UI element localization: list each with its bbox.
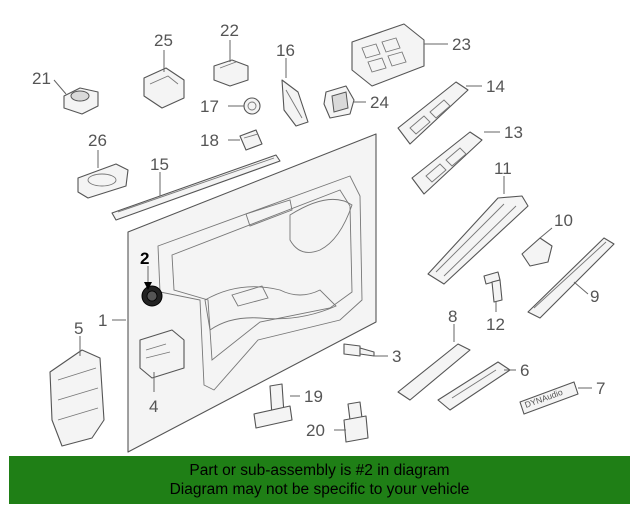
clip-part-2-highlighted (141, 285, 163, 307)
callout-12: 12 (486, 315, 505, 334)
clip-part-10 (521, 237, 553, 267)
socket-part-20 (343, 401, 369, 443)
callout-3: 3 (392, 347, 401, 366)
mirror-cover-part-16 (281, 79, 309, 127)
callout-8: 8 (448, 307, 457, 326)
callout-6: 6 (520, 361, 529, 380)
door-trim-panel (127, 133, 377, 453)
callout-10: 10 (554, 211, 573, 230)
badge-part-7: DYNAudio (519, 381, 579, 415)
switch-part-21 (63, 87, 99, 115)
callout-1: 1 (98, 311, 107, 330)
callout-20: 20 (306, 421, 325, 440)
callout-22: 22 (220, 21, 239, 40)
parts-diagram: DYNAudio (32, 21, 615, 453)
window-sweep-strip (111, 154, 281, 221)
handle-cover-part-26 (77, 163, 129, 199)
info-banner: Part or sub-assembly is #2 in diagram Di… (9, 456, 630, 504)
switch-panel-part-14 (397, 81, 469, 145)
callout-15: 15 (150, 155, 169, 174)
switch-panel-part-13 (411, 131, 483, 195)
callout-26: 26 (88, 131, 107, 150)
connector-part-19 (253, 383, 293, 429)
callout-18: 18 (200, 131, 219, 150)
screw-part-12 (483, 271, 503, 303)
callout-23: 23 (452, 35, 471, 54)
callout-5: 5 (74, 319, 83, 338)
trim-strip-part-11 (427, 195, 529, 285)
trim-strip-part-8 (397, 343, 471, 401)
callout-9: 9 (590, 287, 599, 306)
callout-11: 11 (494, 159, 512, 178)
switch-part-24 (323, 85, 355, 119)
callout-21: 21 (32, 69, 51, 88)
callout-labels: 1 2 3 4 5 6 7 8 9 10 11 12 13 14 15 16 1… (32, 21, 605, 440)
bracket-part-4 (139, 329, 185, 379)
callout-14: 14 (486, 77, 505, 96)
callout-19: 19 (304, 387, 323, 406)
leader-lines (53, 40, 592, 431)
banner-line-2: Diagram may not be specific to your vehi… (169, 481, 470, 498)
cap-part-17 (243, 97, 261, 115)
screw-part-3 (343, 343, 375, 357)
callout-17: 17 (200, 97, 219, 116)
callout-7: 7 (596, 379, 605, 398)
callout-2: 2 (140, 249, 149, 268)
trim-strip-part-9 (527, 237, 615, 319)
lower-pad-part-5 (49, 349, 105, 447)
callout-13: 13 (504, 123, 523, 142)
callout-4: 4 (149, 397, 158, 416)
push-clip-part-18 (239, 129, 263, 151)
switch-part-25 (143, 67, 185, 109)
trim-piece-part-6 (437, 361, 511, 411)
switch-part-22 (213, 59, 249, 87)
callout-25: 25 (154, 31, 173, 50)
callout-24: 24 (370, 93, 389, 112)
callout-16: 16 (276, 41, 295, 60)
window-switch-part-23 (351, 23, 425, 87)
banner-line-1: Part or sub-assembly is #2 in diagram (189, 462, 450, 479)
